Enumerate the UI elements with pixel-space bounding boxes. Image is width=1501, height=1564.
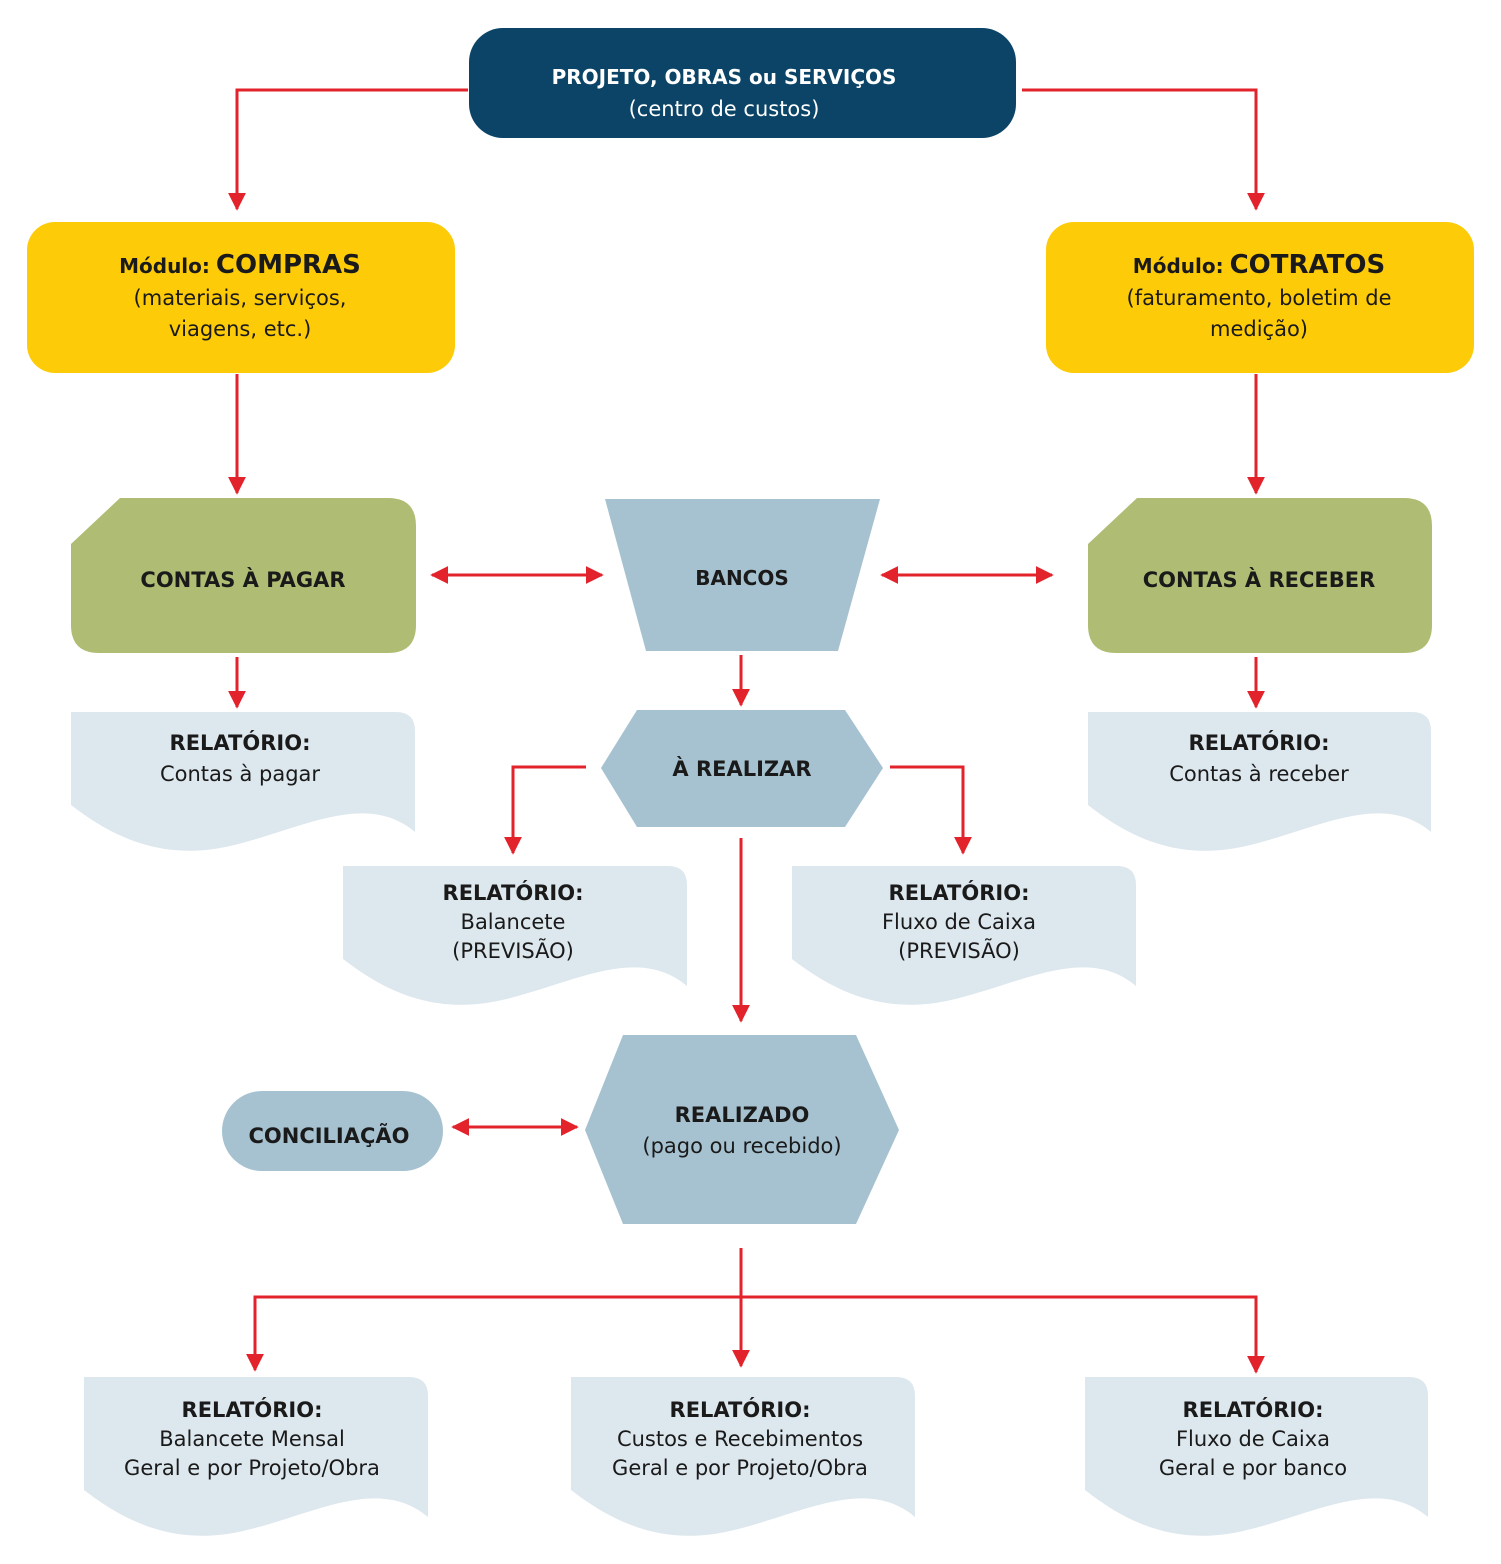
report-heading: RELATÓRIO:	[1183, 1397, 1324, 1422]
node-contas-a-receber: CONTAS À RECEBER	[1088, 498, 1432, 653]
report-balancete-mensal: RELATÓRIO: Balancete Mensal Geral e por …	[84, 1377, 428, 1536]
module-prefix: Módulo:	[119, 254, 210, 278]
report-heading: RELATÓRIO:	[889, 880, 1030, 905]
node-shape	[71, 498, 416, 653]
node-shape	[27, 222, 455, 373]
node-shape	[222, 1091, 443, 1171]
arrow-top-to-compras	[228, 88, 468, 211]
node-label: CONTAS À RECEBER	[1143, 567, 1376, 592]
document-shape	[1088, 712, 1431, 851]
report-heading: RELATÓRIO:	[443, 880, 584, 905]
node-shape	[1046, 222, 1474, 373]
node-shape	[605, 499, 880, 651]
node-conciliacao: CONCILIAÇÃO	[222, 1091, 443, 1171]
document-shape	[84, 1377, 428, 1536]
module-line1: (faturamento, boletim de	[1126, 286, 1391, 310]
report-fluxo-caixa-previsao: RELATÓRIO: Fluxo de Caixa (PREVISÃO)	[792, 866, 1136, 1005]
node-label: BANCOS	[695, 566, 789, 590]
document-shape	[792, 866, 1136, 1005]
report-heading: RELATÓRIO:	[670, 1397, 811, 1422]
arrow-top-to-contratos	[1022, 88, 1265, 211]
report-line1: Contas à receber	[1169, 762, 1349, 786]
report-line1: Contas à pagar	[160, 762, 320, 786]
node-projeto-obras-servicos: PROJETO, OBRAS ou SERVIÇOS (centro de cu…	[469, 28, 1016, 138]
node-contas-a-pagar: CONTAS À PAGAR	[71, 498, 416, 653]
module-heading: Módulo:COTRATOS	[1133, 250, 1385, 280]
report-line1: Balancete	[461, 910, 566, 934]
document-shape	[1085, 1377, 1428, 1536]
document-shape	[571, 1377, 915, 1536]
report-heading: RELATÓRIO:	[170, 730, 311, 755]
report-line1: Fluxo de Caixa	[1176, 1427, 1330, 1451]
node-label: À REALIZAR	[672, 756, 811, 781]
node-bancos: BANCOS	[605, 499, 880, 651]
report-custos-recebimentos: RELATÓRIO: Custos e Recebimentos Geral e…	[571, 1377, 915, 1536]
arrow-arealizar-to-fluxo	[890, 765, 972, 855]
report-line1: Fluxo de Caixa	[882, 910, 1036, 934]
module-name: COMPRAS	[216, 250, 361, 280]
module-name: COTRATOS	[1230, 250, 1386, 280]
node-modulo-compras: Módulo:COMPRAS (materiais, serviços, via…	[27, 222, 455, 373]
node-title: PROJETO, OBRAS ou SERVIÇOS	[552, 65, 897, 89]
document-shape	[71, 712, 415, 851]
node-shape	[1088, 498, 1432, 653]
report-line1: Custos e Recebimentos	[617, 1427, 863, 1451]
node-shape	[585, 1035, 899, 1224]
report-heading: RELATÓRIO:	[1189, 730, 1330, 755]
report-contas-a-receber: RELATÓRIO: Contas à receber	[1088, 712, 1431, 851]
arrow-realizado-to-bottom-right	[741, 1295, 1265, 1374]
node-modulo-contratos: Módulo:COTRATOS (faturamento, boletim de…	[1046, 222, 1474, 373]
module-heading: Módulo:COMPRAS	[119, 250, 361, 280]
report-contas-a-pagar: RELATÓRIO: Contas à pagar	[71, 712, 415, 851]
module-line1: (materiais, serviços,	[134, 286, 347, 310]
report-heading: RELATÓRIO:	[182, 1397, 323, 1422]
report-line2: (PREVISÃO)	[898, 937, 1020, 963]
node-a-realizar: À REALIZAR	[601, 710, 883, 827]
arrow-realizado-to-bottom-left	[246, 1248, 743, 1372]
node-subtitle: (centro de custos)	[629, 97, 820, 121]
module-prefix: Módulo:	[1133, 254, 1224, 278]
node-shape	[469, 28, 1016, 138]
report-fluxo-caixa-geral: RELATÓRIO: Fluxo de Caixa Geral e por ba…	[1085, 1377, 1428, 1536]
node-label: CONTAS À PAGAR	[140, 567, 345, 592]
report-line2: Geral e por Projeto/Obra	[612, 1456, 868, 1480]
module-line2: viagens, etc.)	[169, 317, 312, 341]
report-line1: Balancete Mensal	[159, 1427, 345, 1451]
connectors	[228, 88, 1265, 1374]
document-shape	[343, 866, 687, 1005]
report-balancete-previsao: RELATÓRIO: Balancete (PREVISÃO)	[343, 866, 687, 1005]
node-shape	[601, 710, 883, 827]
module-line2: medição)	[1210, 317, 1308, 341]
node-label: CONCILIAÇÃO	[248, 1123, 409, 1148]
report-line2: Geral e por Projeto/Obra	[124, 1456, 380, 1480]
report-line2: (PREVISÃO)	[452, 937, 574, 963]
arrow-arealizar-to-balancete	[504, 765, 586, 855]
node-realizado: REALIZADO (pago ou recebido)	[585, 1035, 899, 1224]
report-line2: Geral e por banco	[1159, 1456, 1347, 1480]
node-line1: (pago ou recebido)	[642, 1134, 841, 1158]
node-label: REALIZADO	[675, 1103, 810, 1127]
